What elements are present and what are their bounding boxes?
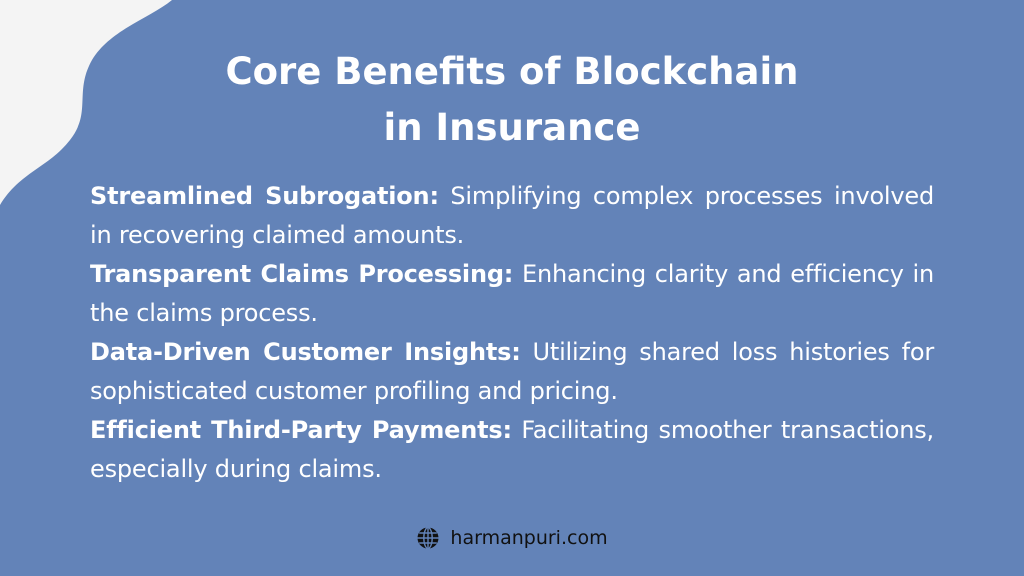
benefit-text: Simplifying complex processes involved i… — [90, 182, 935, 249]
benefit-text: Facilitating smoother transactions, espe… — [90, 416, 934, 483]
benefit-item-third-party-payments: Efficient Third-Party Payments: Facilita… — [90, 411, 934, 489]
benefit-item-claims-processing: Transparent Claims Processing: Enhancing… — [90, 255, 934, 333]
benefit-text: Utilizing shared loss histories for soph… — [90, 338, 934, 405]
title-line-2: in Insurance — [383, 106, 641, 149]
benefit-heading: Transparent Claims Processing: — [90, 260, 514, 288]
benefit-text: Enhancing clarity and efficiency in the … — [90, 260, 935, 327]
benefit-item-customer-insights: Data-Driven Customer Insights: Utilizing… — [90, 333, 934, 411]
benefit-heading: Efficient Third-Party Payments: — [90, 416, 512, 444]
title-line-1: Core Benefits of Blockchain — [225, 50, 799, 93]
benefit-item-subrogation: Streamlined Subrogation: Simplifying com… — [90, 177, 934, 255]
benefits-list: Streamlined Subrogation: Simplifying com… — [90, 177, 934, 489]
benefit-heading: Data-Driven Customer Insights: — [90, 338, 521, 366]
globe-icon — [417, 526, 439, 550]
corner-blob-decoration — [0, 0, 172, 205]
footer: harmanpuri.com — [0, 526, 1024, 550]
benefit-heading: Streamlined Subrogation: — [90, 182, 439, 210]
website-link[interactable]: harmanpuri.com — [450, 527, 608, 549]
slide-title: Core Benefits of Blockchain in Insurance — [0, 44, 1024, 156]
